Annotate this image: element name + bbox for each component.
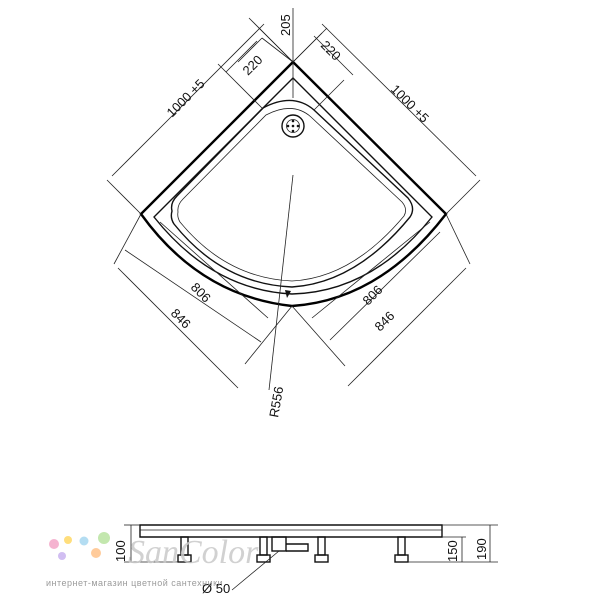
dim-left-outer: 846 [168,306,194,332]
side-view: 100 150 190 Ø 50 [113,524,498,596]
dim-right-side: 1000 +5 [388,82,432,126]
tray-basin-inner-line [177,108,406,282]
support-legs [177,536,409,563]
tray-basin-outline [170,99,414,288]
radius-leader [268,174,294,391]
dim-left-side: 1000 +5 [164,76,208,120]
plan-view: 205 220 220 1000 +5 1000 +5 806 846 [106,8,481,419]
dim-right-outer: 846 [372,308,398,334]
logo-dots-icon [49,532,110,560]
logo-dot [49,539,59,549]
logo-dot [98,532,110,544]
dim-radius: R556 [266,385,286,418]
drain-icon [281,114,305,138]
logo-dot [64,536,72,544]
logo-dot [91,548,101,558]
drain-trap-icon [271,536,309,552]
dim-side-height-mid: 150 [445,540,460,562]
dim-left-inner: 806 [188,280,214,306]
dim-side-height-left: 100 [113,540,128,562]
logo-tagline: интернет-магазин цветной сантехники [46,578,223,588]
logo-dot [79,536,89,546]
dim-side-height-right: 190 [474,538,489,560]
dim-drain-diameter: Ø 50 [202,581,230,596]
dim-top-center: 205 [278,14,293,36]
tray-rim-line [153,77,433,295]
logo-name: SanColor [128,534,259,571]
logo-dot [58,552,66,560]
sancolor-logo: SanColor интернет-магазин цветной сантех… [46,532,259,588]
